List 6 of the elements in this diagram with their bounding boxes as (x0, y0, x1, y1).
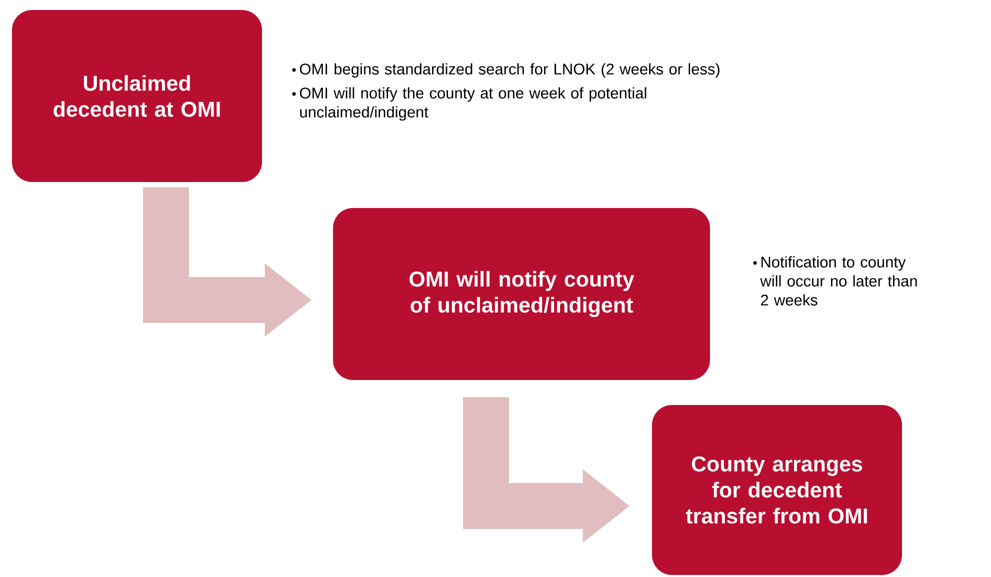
bullet-text: OMI begins standardized search for LNOK (2 weeks or less) (292, 63, 720, 78)
process-box: OMI will notify county of unclaimed/indigent (333, 208, 710, 380)
bullet-text: Notification to county will occur no later than 2 weeks (753, 256, 917, 306)
process-box: County arranges for decedent transfer from OMI (652, 404, 902, 575)
bullet-text: OMI will notify the county at one week of potential unclaimed/indigent (292, 87, 646, 121)
process-box: Unclaimed decedent at OMI (12, 10, 262, 182)
